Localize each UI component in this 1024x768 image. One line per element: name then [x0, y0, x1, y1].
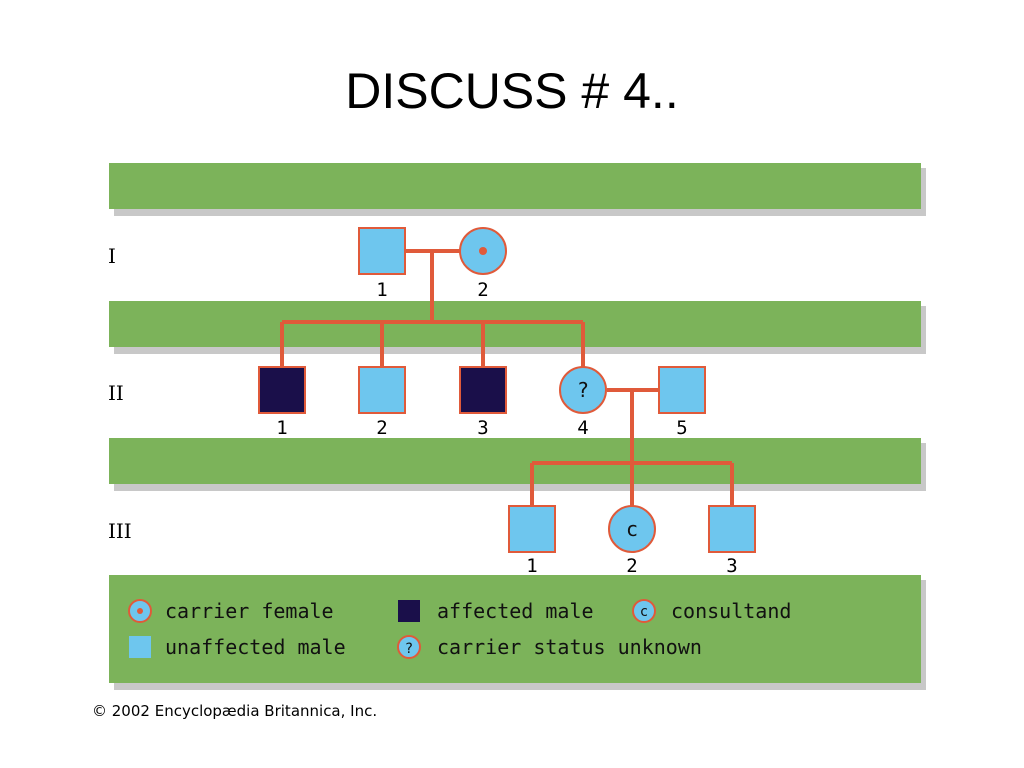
consultand-female-symbol	[608, 505, 656, 553]
unaffected-male-symbol	[658, 366, 706, 414]
individual-II-1: 1	[258, 366, 306, 439]
individual-III-3: 3	[708, 505, 756, 577]
affected-male-symbol	[258, 366, 306, 414]
individual-I-2: 2	[459, 227, 507, 301]
slide-title: DISCUSS # 4..	[345, 63, 679, 119]
individual-number: 2	[626, 555, 637, 577]
copyright-notice: © 2002 Encyclopædia Britannica, Inc.	[92, 702, 378, 720]
individual-number: 1	[376, 279, 387, 301]
legend-item-carrier-female: carrier female	[128, 599, 334, 623]
generation-label: III	[108, 519, 132, 543]
individual-number: 2	[376, 417, 387, 439]
band-gen2-3	[109, 438, 921, 484]
individual-number: 4	[577, 417, 588, 439]
individual-III-2: c 2	[608, 505, 656, 577]
unaffected-male-icon	[129, 636, 151, 658]
individual-number: 3	[726, 555, 737, 577]
individual-number: 1	[526, 555, 537, 577]
individual-II-5: 5	[658, 366, 706, 439]
unaffected-male-symbol	[708, 505, 756, 553]
legend-label: affected male	[437, 599, 594, 623]
generation-label: II	[108, 381, 124, 405]
band-top	[109, 163, 921, 209]
affected-male-symbol	[459, 366, 507, 414]
carrier-dot	[479, 247, 487, 255]
unaffected-male-symbol	[358, 227, 406, 275]
legend-item-consultand: c consultand	[632, 599, 791, 623]
individual-II-2: 2	[358, 366, 406, 439]
unaffected-male-symbol	[358, 366, 406, 414]
individual-number: 2	[477, 279, 488, 301]
consultand-icon-mark: c	[640, 604, 648, 620]
legend-band	[109, 575, 921, 683]
legend-label: carrier female	[165, 599, 334, 623]
affected-male-icon	[398, 600, 420, 622]
legend-item-unaffected-male: unaffected male	[129, 635, 346, 659]
legend-label: unaffected male	[165, 635, 346, 659]
unaffected-male-symbol	[508, 505, 556, 553]
generation-label: I	[108, 244, 116, 268]
individual-II-3: 3	[459, 366, 507, 439]
consultand-mark: c	[626, 517, 638, 541]
unknown-status-female-symbol	[559, 366, 607, 414]
consultand-icon	[632, 599, 656, 623]
individual-number: 1	[276, 417, 287, 439]
individual-I-1: 1	[358, 227, 406, 301]
pedigree-lines	[280, 249, 734, 506]
unknown-status-mark: ?	[577, 378, 589, 402]
legend-item-carrier-unknown: ? carrier status unknown	[397, 635, 702, 659]
individual-number: 3	[477, 417, 488, 439]
carrier-unknown-icon	[397, 635, 421, 659]
individual-II-4: ? 4	[559, 366, 607, 439]
individual-number: 5	[676, 417, 687, 439]
individual-III-1: 1	[508, 505, 556, 577]
carrier-unknown-icon-mark: ?	[405, 641, 413, 657]
legend-label: carrier status unknown	[437, 635, 702, 659]
legend-label: consultand	[671, 599, 791, 623]
legend-item-affected-male: affected male	[398, 599, 594, 623]
legend: carrier female affected male c consultan…	[128, 599, 791, 659]
